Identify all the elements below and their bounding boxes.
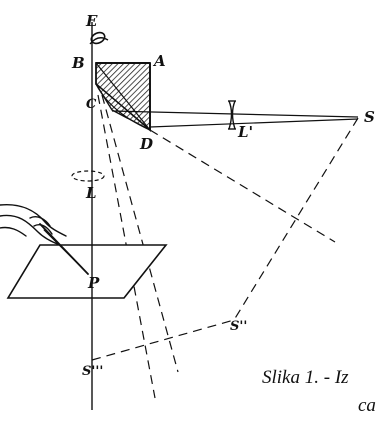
label-c: C [86, 97, 97, 112]
label-s-triple: S''' [82, 364, 103, 379]
dashed-s-triple-to-s-double [91, 319, 235, 361]
ray-to-s-lower [149, 118, 359, 128]
label-a: A [152, 52, 166, 70]
label-e: E [85, 12, 98, 30]
dashed-c-down [101, 94, 179, 373]
ray-c-to-d [95, 83, 151, 131]
label-p: P [87, 274, 100, 292]
label-b: B [71, 54, 85, 72]
lens-l-prime [228, 100, 236, 130]
drawing-paper [6, 244, 168, 299]
label-s-double: S'' [230, 319, 247, 334]
dashed-s-to-s-double [233, 117, 359, 321]
dashed-d-to-right [149, 129, 336, 243]
hand-icon [0, 203, 89, 275]
label-l-prime: L' [237, 123, 253, 141]
caption-line-2: ca [358, 395, 376, 416]
lens-l [71, 170, 105, 182]
label-s: S [364, 108, 375, 126]
label-d: D [139, 135, 153, 153]
ray-to-s-upper [111, 110, 359, 118]
label-l: L [85, 184, 97, 202]
ray-b-to-d [95, 62, 151, 131]
caption-line-1: Slika 1. - Iz [262, 367, 349, 388]
